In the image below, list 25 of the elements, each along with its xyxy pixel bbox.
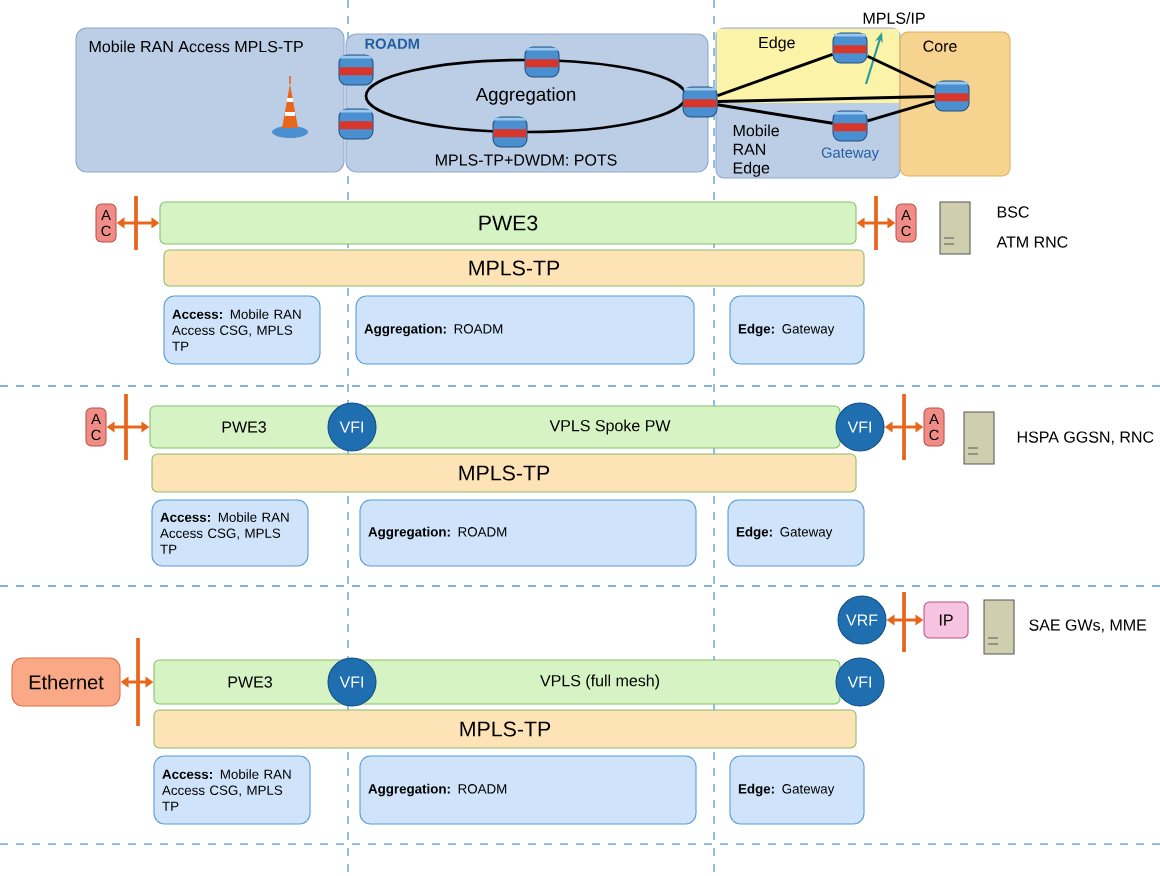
router-icon	[524, 46, 560, 78]
connector	[717, 94, 935, 104]
ip-box: IP	[923, 601, 969, 639]
pseudowire-bar: PWE3	[159, 201, 857, 245]
router-icon	[832, 32, 868, 64]
connector	[717, 103, 833, 125]
ethernet-box: Ethernet	[11, 657, 121, 707]
router-icon	[934, 80, 970, 112]
router-icon	[338, 54, 374, 86]
network-panel: Core	[899, 31, 1011, 177]
router-icon	[492, 116, 528, 148]
transport-bar: MPLS-TP	[163, 249, 865, 287]
transport-bar: MPLS-TP	[151, 453, 857, 493]
router-icon	[338, 108, 374, 140]
network-panel: Mobile RAN Access MPLS-TP	[75, 27, 345, 173]
connector	[867, 99, 935, 123]
router-icon	[682, 86, 718, 118]
text-label: ATM RNC	[996, 236, 1068, 248]
transport-bar: MPLS-TP	[153, 709, 857, 749]
connector	[866, 54, 936, 90]
text-label: MPLS/IP	[863, 12, 925, 24]
connector	[717, 52, 833, 98]
text-label: SAE GWs, MME	[1029, 619, 1147, 633]
text-label: HSPA GGSN, RNC	[1017, 431, 1154, 445]
text-label: BSC	[997, 206, 1029, 218]
